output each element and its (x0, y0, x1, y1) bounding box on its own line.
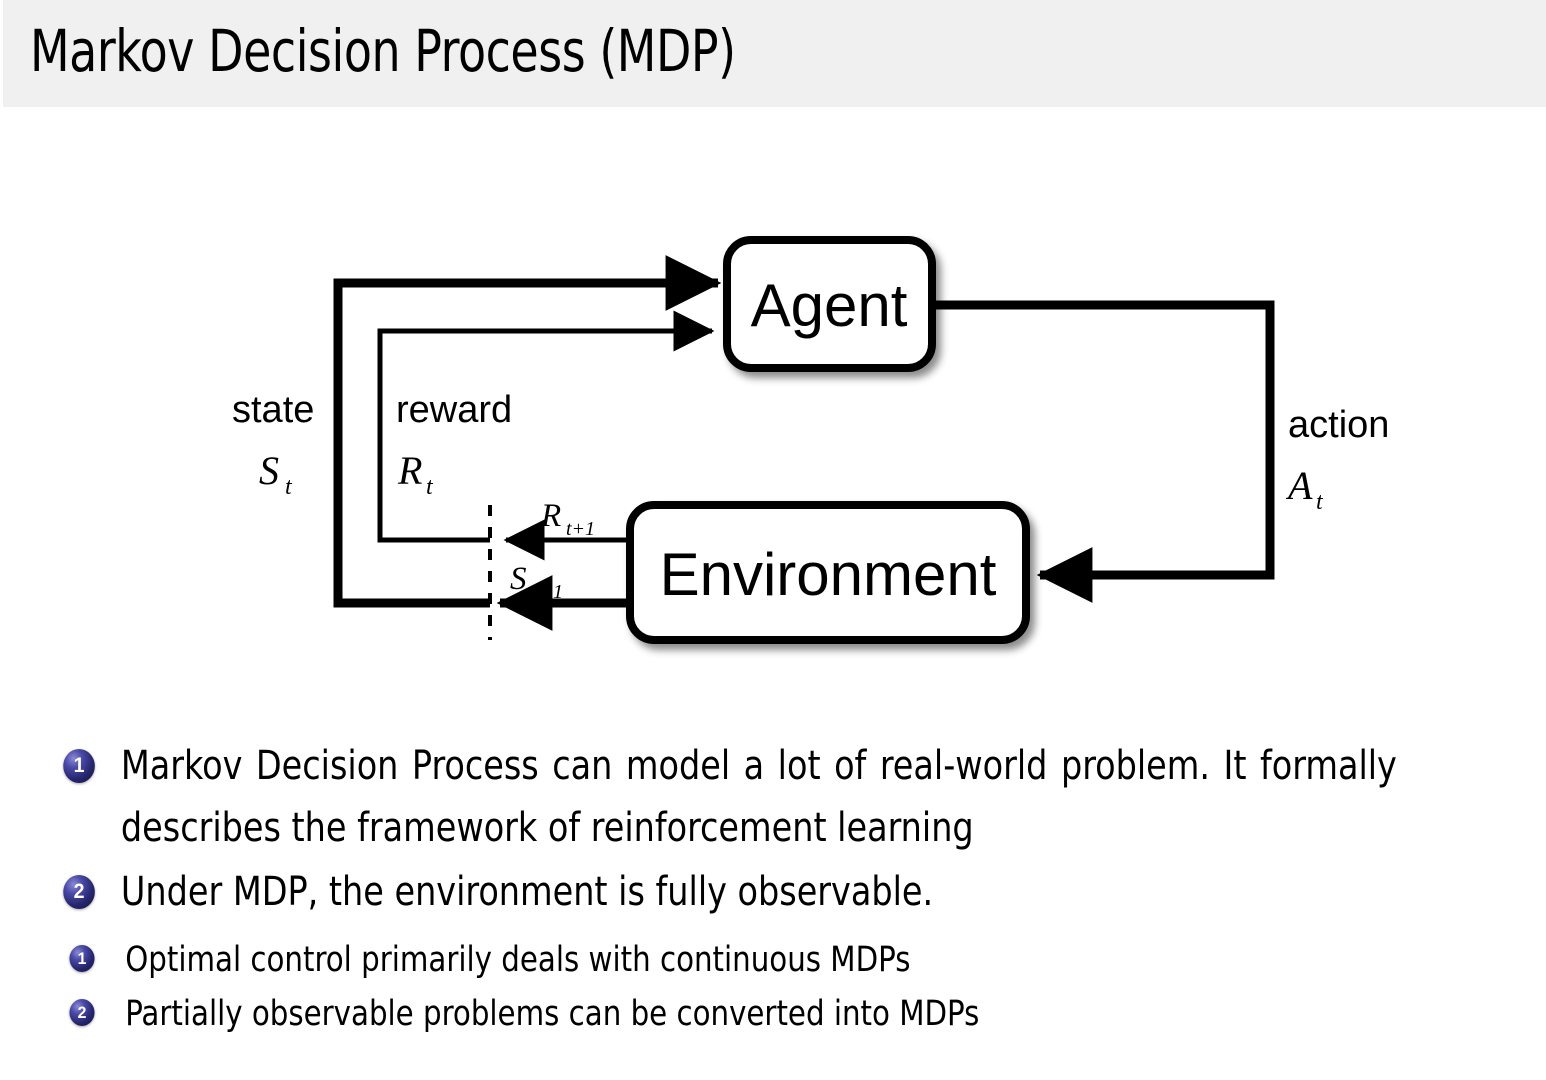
bullet-list: 1 Markov Decision Process can model a lo… (0, 735, 1546, 1041)
node-agent-label: Agent (751, 272, 908, 339)
label-reward: reward (396, 389, 512, 431)
node-environment: Environment (626, 501, 1030, 644)
label-next-state-symbol: S t+1 (510, 561, 563, 603)
svg-text:R: R (397, 448, 422, 493)
sub-list: 1 Optimal control primarily deals with c… (0, 933, 1546, 1041)
svg-text:t: t (1316, 489, 1324, 515)
svg-text:t+1: t+1 (566, 518, 595, 540)
svg-text:S: S (259, 448, 279, 493)
slide-header-bar (3, 0, 1546, 107)
list-item-text: Markov Decision Process can model a lot … (120, 743, 1397, 851)
label-next-reward-symbol: R t+1 (540, 498, 595, 540)
label-action-symbol: A t (1285, 463, 1324, 515)
sub-list-item-text: Partially observable problems can be con… (125, 994, 980, 1034)
bullet-number-marker: 2 (69, 999, 95, 1026)
svg-text:A: A (1285, 463, 1313, 508)
svg-text:t: t (426, 474, 434, 500)
label-state-symbol: S t (259, 448, 293, 500)
svg-text:S: S (510, 561, 527, 597)
page-title: Markov Decision Process (MDP) (30, 17, 736, 85)
label-state: state (232, 389, 314, 431)
list-item: 1 Markov Decision Process can model a lo… (0, 735, 1438, 859)
label-reward-symbol: R t (397, 448, 434, 500)
bullet-number-marker: 1 (63, 749, 95, 783)
sub-list-item: 1 Optimal control primarily deals with c… (62, 933, 1442, 987)
node-environment-label: Environment (660, 541, 997, 608)
label-action: action (1288, 404, 1389, 446)
svg-text:t+1: t+1 (534, 581, 563, 603)
bullet-number-marker: 1 (69, 945, 95, 972)
sub-list-item-text: Optimal control primarily deals with con… (125, 940, 911, 980)
bullet-number-marker: 2 (63, 875, 95, 909)
svg-text:t: t (285, 474, 293, 500)
node-agent: Agent (723, 236, 936, 372)
list-item-text: Under MDP, the environment is fully obse… (120, 869, 934, 915)
agent-environment-diagram: Agent Environment state S t reward R t a… (0, 107, 1546, 727)
svg-text:R: R (540, 498, 561, 534)
edge-action (930, 300, 1275, 603)
sub-list-item: 2 Partially observable problems can be c… (62, 987, 1442, 1041)
list-item: 2 Under MDP, the environment is fully ob… (0, 861, 1438, 923)
